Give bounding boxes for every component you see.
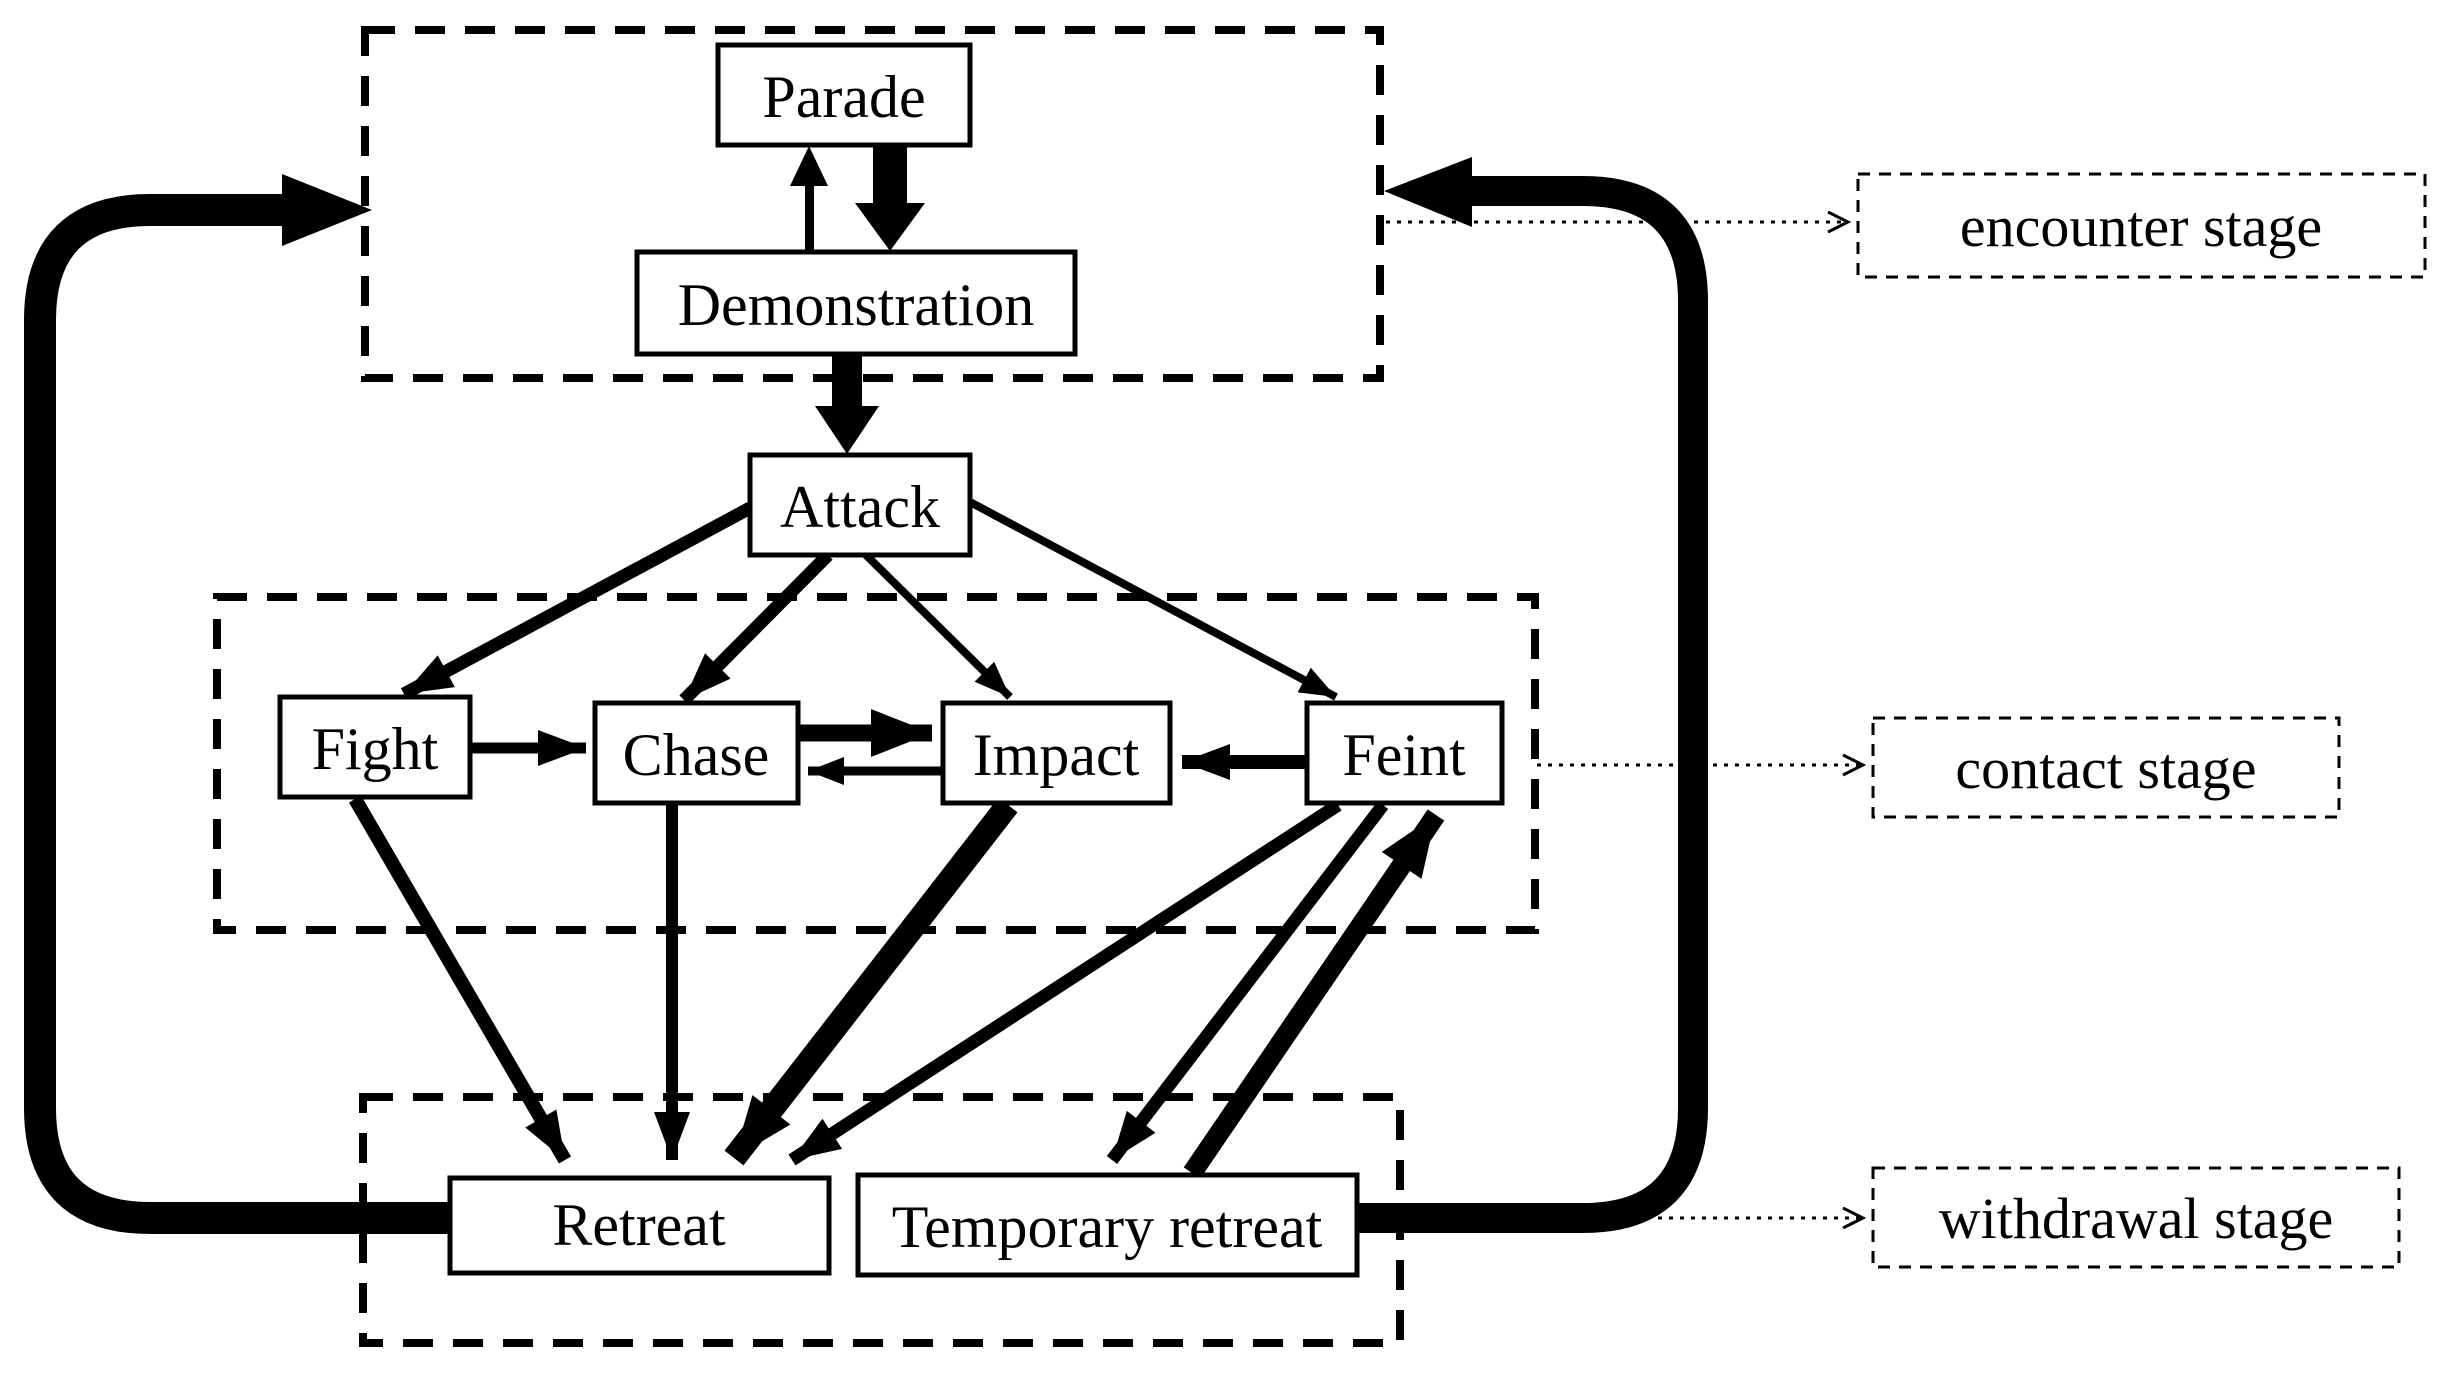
node-attack-label: Attack xyxy=(780,474,940,540)
node-temporary-retreat: Temporary retreat xyxy=(855,1172,1360,1278)
node-fight-label: Fight xyxy=(312,716,439,782)
arrow-fight-to-retreat xyxy=(348,795,572,1164)
node-fight: Fight xyxy=(277,694,473,800)
node-chase-label: Chase xyxy=(623,722,770,788)
node-parade: Parade xyxy=(715,42,973,148)
arrow-feint-to-retreat xyxy=(788,799,1342,1166)
stage-label-encounter: encounter stage xyxy=(1856,172,2427,279)
arrow-feint-to-temporary-retreat xyxy=(1106,801,1389,1164)
node-feint-label: Feint xyxy=(1342,722,1466,788)
node-chase: Chase xyxy=(592,700,801,806)
contact-stage-box xyxy=(213,593,1539,934)
loop-temporary-retreat-arrowhead-icon xyxy=(1384,157,1472,227)
stage-label-withdrawal: withdrawal stage xyxy=(1871,1166,2401,1269)
stage-label-withdrawal-text: withdrawal stage xyxy=(1939,1186,2334,1251)
node-feint: Feint xyxy=(1304,700,1505,806)
arrow-attack-to-fight xyxy=(400,502,754,700)
stage-label-contact-text: contact stage xyxy=(1955,736,2256,801)
loop-retreat-arrowhead-icon xyxy=(282,174,372,246)
node-retreat-label: Retreat xyxy=(552,1192,726,1258)
arrow-attack-to-chase xyxy=(679,550,833,705)
arrow-impact-to-retreat xyxy=(724,797,1018,1166)
stage-label-encounter-text: encounter stage xyxy=(1960,194,2322,259)
node-retreat: Retreat xyxy=(447,1175,832,1276)
node-demonstration-label: Demonstration xyxy=(678,272,1035,338)
node-impact: Impact xyxy=(940,700,1173,806)
arrow-parade-to-demonstration xyxy=(855,145,925,251)
arrow-attack-to-impact xyxy=(863,552,1013,700)
node-attack: Attack xyxy=(747,452,973,558)
node-parade-label: Parade xyxy=(762,64,925,130)
node-impact-label: Impact xyxy=(973,722,1140,788)
arrow-demonstration-to-attack xyxy=(815,354,879,454)
node-demonstration: Demonstration xyxy=(634,249,1078,357)
arrow-attack-to-feint xyxy=(968,498,1338,701)
arrow-temporary-retreat-to-feint xyxy=(1183,809,1445,1179)
stage-label-contact: contact stage xyxy=(1871,716,2341,819)
encounter-stage-box xyxy=(361,26,1384,382)
loop-temporary-retreat-to-encounter xyxy=(1355,176,1708,1233)
loop-retreat-to-encounter xyxy=(24,194,452,1234)
node-temporary-retreat-label: Temporary retreat xyxy=(892,1194,1323,1260)
arrow-demonstration-to-parade xyxy=(790,146,828,252)
